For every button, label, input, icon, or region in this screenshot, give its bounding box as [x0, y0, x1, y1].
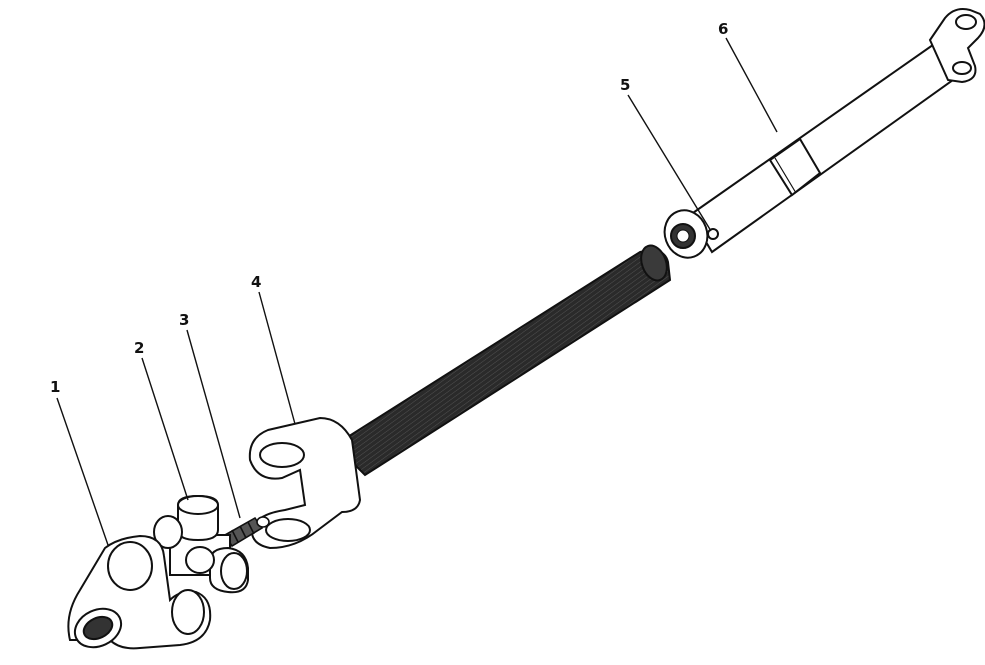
callout-3: 3	[179, 311, 189, 329]
bearing-cap-top	[177, 494, 219, 542]
bearing-cap-front	[185, 546, 215, 574]
bearing-cap-left	[153, 515, 183, 549]
slip-yoke-eye-top	[259, 442, 305, 468]
end-yoke-eye-top	[107, 541, 153, 591]
end-yoke	[67, 534, 212, 650]
callout-6: 6	[718, 20, 728, 38]
slip-yoke-eye-bottom	[265, 518, 311, 542]
tube-yoke-assembly	[663, 8, 985, 259]
yoke-eye-top	[955, 14, 977, 30]
leader-lines	[56, 37, 778, 546]
callout-4: 4	[251, 273, 261, 291]
grease-fitting	[707, 228, 719, 240]
bearing-cap-right	[209, 546, 249, 594]
callout-5: 5	[620, 76, 630, 94]
leader-line-5	[627, 94, 712, 232]
leader-line-2	[141, 357, 189, 501]
leader-line-6	[725, 37, 778, 133]
universal-joint-cross	[153, 494, 249, 594]
internal-spline-end	[670, 223, 696, 249]
callout-1: 1	[50, 378, 60, 396]
end-yoke-eye-bottom	[171, 589, 205, 635]
callouts: 1 2 3 4 5 6	[50, 20, 728, 396]
splined-shaft	[333, 244, 672, 477]
yoke-eye-bottom	[952, 61, 972, 75]
slip-yoke	[248, 416, 362, 550]
leader-line-3	[186, 329, 241, 519]
callout-2: 2	[134, 339, 144, 357]
leader-line-1	[56, 397, 109, 546]
end-yoke-spline-bore	[73, 607, 123, 649]
leader-line-4	[258, 291, 296, 425]
